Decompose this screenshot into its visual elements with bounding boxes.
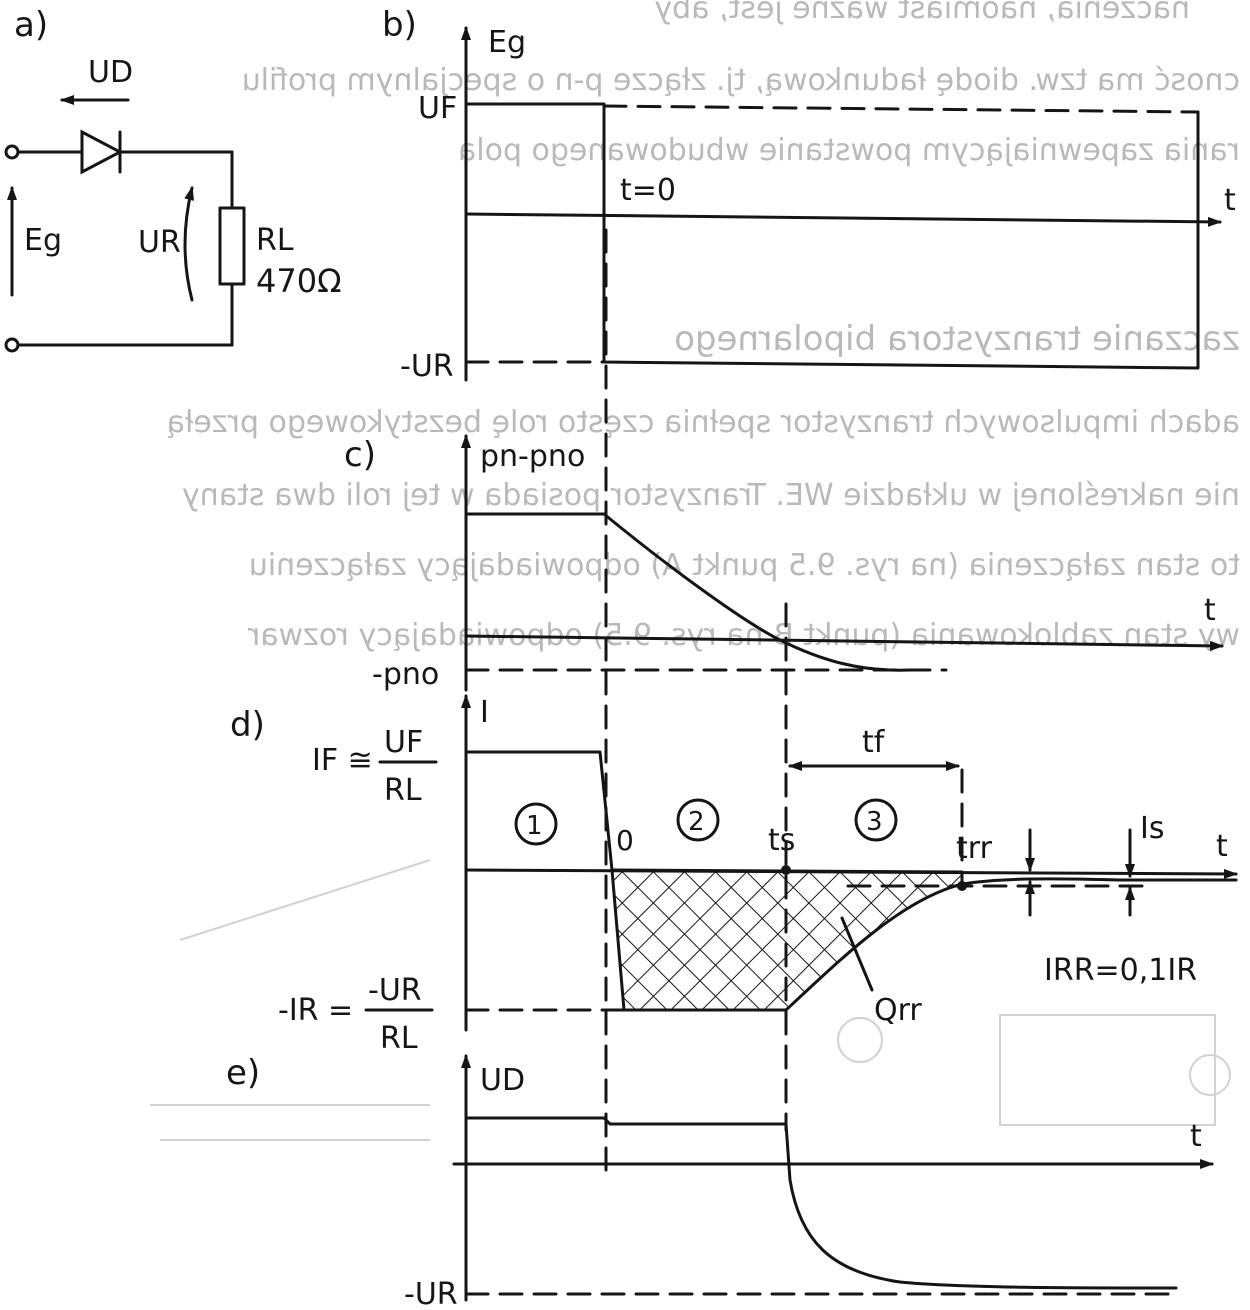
label-phase-1: 1: [526, 811, 543, 841]
label-ud-axis: UD: [480, 1063, 525, 1098]
ts-dot: [781, 865, 791, 875]
load-resistor: [218, 206, 246, 286]
qrr-pointer: [840, 916, 874, 992]
label-t-axis-c: t: [1204, 593, 1216, 628]
axis-b-time: [464, 212, 1222, 227]
label-ts: ts: [768, 823, 795, 858]
bleed-line-3: rania zapewniającym powstanie wbudowaneg…: [458, 133, 1240, 168]
label-ur-circuit: UR: [138, 225, 181, 260]
bleed-line-1: naczenia, naomiast ważne jest, aby: [654, 0, 1190, 26]
label-if-den: RL: [384, 773, 422, 808]
label-eg-circuit: Eg: [24, 223, 62, 258]
diode-symbol: [80, 129, 124, 175]
graph-c-carriers: c) pn-pno -pno t: [344, 434, 1224, 692]
graph-e-ud: e) UD t -UR: [226, 1053, 1214, 1310]
carrier-curve: [464, 512, 912, 672]
ud-waveform: [464, 1116, 1178, 1290]
label-rl: RL: [256, 223, 294, 258]
label-if: IF ≅: [312, 743, 373, 778]
label-neg-ur-b: -UR: [400, 349, 454, 384]
current-waveform: [464, 750, 1238, 1012]
label-part-c: c): [344, 435, 376, 475]
time-guides: [604, 228, 964, 1182]
uf-dashed-level: [602, 104, 1200, 114]
bleed-through-sketch: [150, 859, 1231, 1141]
label-part-d: d): [230, 705, 265, 745]
label-if-num: UF: [384, 725, 423, 760]
label-ud-circuit: UD: [88, 55, 133, 90]
label-part-e: e): [226, 1053, 260, 1093]
label-neg-ur-e: -UR: [404, 1277, 458, 1310]
label-neg-ir-den: RL: [380, 1021, 418, 1056]
bleed-line-5: adach impulsowych tranzystor spełnia czę…: [167, 405, 1240, 440]
phase-2-circle: [676, 798, 720, 842]
label-t-axis-e: t: [1190, 1119, 1202, 1154]
reverse-recovery-charge: [612, 870, 962, 1010]
bleed-line-8: wy stan zablokowania (punkt B na rys. 9.…: [247, 618, 1240, 653]
graph-b-eg: b) Eg UF t=0 -UR t: [382, 5, 1236, 384]
label-phase-2: 2: [688, 807, 705, 837]
label-uf-level: UF: [418, 91, 457, 126]
label-t-axis-d: t: [1216, 829, 1228, 864]
label-t-axis-b: t: [1224, 183, 1236, 218]
label-pn-axis: pn-pno: [480, 439, 585, 474]
label-t-zero: t=0: [620, 173, 676, 208]
bleed-through-text: naczenia, naomiast ważne jest, aby cnosć…: [167, 0, 1240, 653]
label-i-axis: I: [480, 695, 489, 730]
bleed-line-2: cnosć ma tzw. diodę ładunkową, tj. złącz…: [242, 63, 1240, 98]
label-zero-mark: 0: [616, 824, 634, 857]
label-qrr: Qrr: [874, 993, 922, 1028]
label-part-a: a): [14, 5, 48, 45]
axis-c-time: [464, 634, 1224, 651]
label-eg-axis: Eg: [488, 25, 526, 60]
label-irr: IRR=0,1IR: [1044, 953, 1197, 988]
label-phase-3: 3: [866, 807, 883, 837]
terminal-top: [4, 144, 20, 160]
trr-dot: [957, 881, 967, 891]
label-neg-ir: -IR =: [278, 993, 353, 1028]
label-rl-value: 470Ω: [256, 262, 342, 300]
label-neg-ir-num: -UR: [368, 973, 422, 1008]
label-part-b: b): [382, 5, 417, 45]
bleed-line-4: zaczanie tranzystora bipolarnego: [674, 319, 1240, 359]
circuit-a: a) UD Eg UR RL 470Ω: [4, 5, 342, 353]
label-neg-pno: -pno: [372, 657, 439, 692]
phase-1-circle: [514, 802, 558, 846]
ur-arrow: [183, 186, 194, 302]
bleed-line-6: nie nakreślonej w układzie WE. Tranzysto…: [182, 478, 1240, 513]
label-tf: tf: [862, 725, 886, 760]
label-is: Is: [1140, 811, 1164, 846]
terminal-bottom: [4, 337, 20, 353]
bleed-line-7: to stan załączenia (na rys. 9.5 punkt A)…: [249, 548, 1240, 583]
phase-3-circle: [854, 798, 898, 842]
